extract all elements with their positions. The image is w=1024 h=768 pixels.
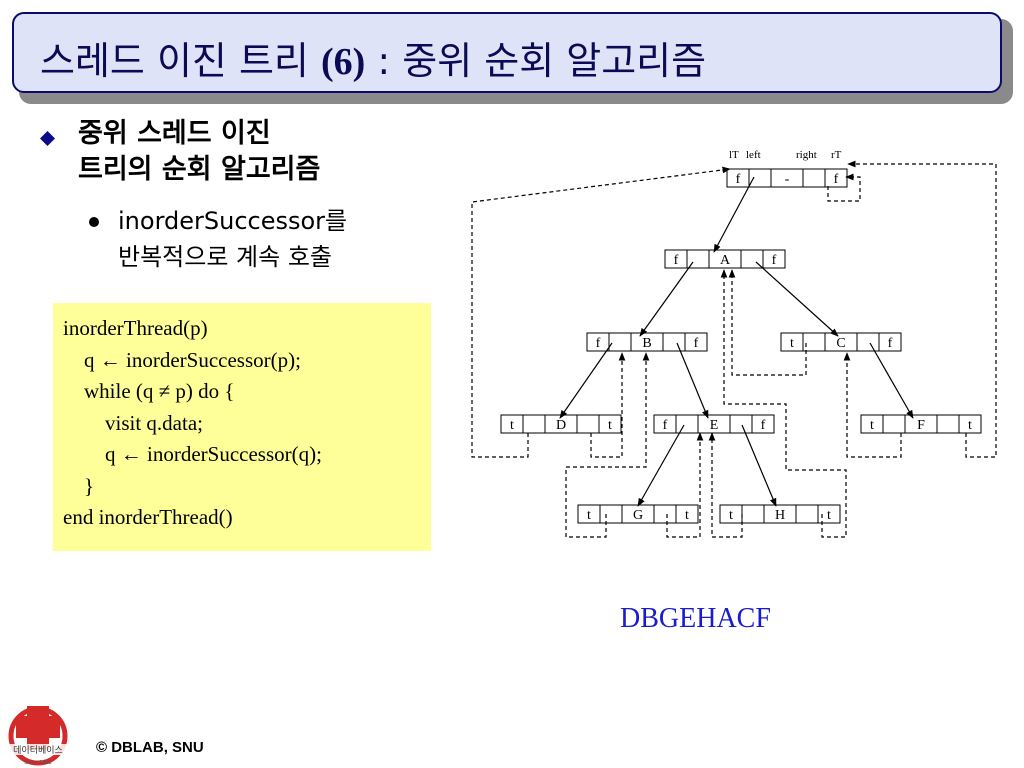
thread-head-self: [827, 173, 861, 202]
thread-g-left: [565, 352, 650, 538]
node-data: A: [720, 253, 731, 268]
node-ltag: f: [596, 336, 601, 351]
node-data: E: [710, 418, 719, 433]
node-data: -: [785, 172, 790, 187]
code-line: inorderThread(p): [63, 316, 208, 340]
link-a-c: [755, 261, 839, 337]
node-ltag: t: [729, 508, 733, 523]
traversal-result: DBGEHACF: [620, 603, 771, 634]
link-c-f: [869, 342, 914, 419]
link-a-b: [639, 261, 694, 337]
logo-since: Since 1982: [24, 760, 52, 766]
code-line: }: [63, 473, 95, 498]
node-ltag: t: [587, 508, 591, 523]
code-line: q ← inorderSuccessor(q);: [63, 442, 322, 466]
node-data: C: [836, 336, 845, 351]
title-box: [12, 12, 1002, 93]
code-line: q ← inorderSuccessor(p);: [63, 347, 301, 372]
code-block: inorderThread(p) q ← inorderSuccessor(p)…: [53, 303, 431, 551]
bullet-level1: 중위 스레드 이진 트리의 순회 알고리즘: [78, 116, 320, 188]
node-rtag: t: [608, 418, 612, 433]
link-b-d: [559, 342, 613, 419]
bullet-level2-line2: 반복적으로 계속 호출: [118, 243, 332, 271]
node-rtag: f: [772, 253, 777, 268]
thread-g-right: [666, 432, 704, 538]
title-suffix: : 중위 순회 알고리즘: [365, 39, 707, 83]
diamond-bullet-icon: [40, 131, 55, 146]
link-b-e: [676, 342, 709, 419]
thread-h-left: [708, 432, 743, 538]
title-prefix: 스레드 이진 트리: [40, 39, 321, 83]
node-rtag: t: [685, 508, 689, 523]
bullet-level1-line2: 트리의 순회 알고리즘: [78, 154, 321, 185]
code-line: visit q.data;: [63, 410, 203, 435]
bullet-level1-line1: 중위 스레드 이진: [78, 118, 271, 149]
node-ltag: t: [510, 418, 514, 433]
node-data: B: [642, 336, 651, 351]
node-rtag: f: [834, 172, 839, 187]
node-head: f-f: [726, 168, 848, 188]
node-data: H: [775, 508, 785, 523]
header-label-lt: lT: [729, 149, 739, 161]
node-data: G: [633, 508, 643, 523]
node-rtag: f: [888, 336, 893, 351]
node-ltag: f: [663, 418, 668, 433]
logo-text: 데이터베이스: [13, 745, 63, 756]
thread-c-left: [728, 269, 807, 376]
node-data: F: [917, 418, 925, 433]
link-e-h: [741, 424, 777, 507]
link-e-g: [637, 424, 685, 507]
thread-d-right: [590, 352, 626, 458]
thread-f-left: [843, 352, 902, 458]
thread-h-right: [720, 269, 847, 538]
copyright-text: © DBLAB, SNU: [96, 739, 204, 756]
thread-f-right: [847, 160, 997, 458]
header-label-left: left: [746, 149, 761, 161]
header-label-rt: rT: [831, 149, 842, 161]
node-ltag: f: [674, 253, 679, 268]
header-label-right: right: [796, 149, 817, 161]
node-rtag: f: [694, 336, 699, 351]
node-rtag: t: [827, 508, 831, 523]
bullet-level2-line1: inorderSuccessor를: [118, 207, 348, 235]
dot-bullet-icon: [89, 217, 99, 227]
node-ltag: t: [790, 336, 794, 351]
thread-d-left: [471, 166, 731, 458]
bullet-level2: inorderSuccessor를 반복적으로 계속 호출: [118, 203, 347, 275]
child-links: [559, 176, 914, 507]
node-rtag: t: [968, 418, 972, 433]
page-title: 스레드 이진 트리 (6) : 중위 순회 알고리즘: [40, 30, 706, 85]
node-ltag: t: [870, 418, 874, 433]
thread-links: [471, 160, 997, 538]
node-ltag: f: [736, 172, 741, 187]
dblab-logo: 데이터베이스 Since 1982: [0, 700, 76, 768]
node-data: D: [556, 418, 566, 433]
header-labels: lT left right rT: [729, 149, 842, 161]
title-number: (6): [320, 41, 366, 83]
code-line: end inorderThread(): [63, 505, 233, 529]
link-head-a: [713, 176, 755, 253]
code-line: while (q ≠ p) do {: [63, 379, 235, 403]
node-rtag: f: [761, 418, 766, 433]
